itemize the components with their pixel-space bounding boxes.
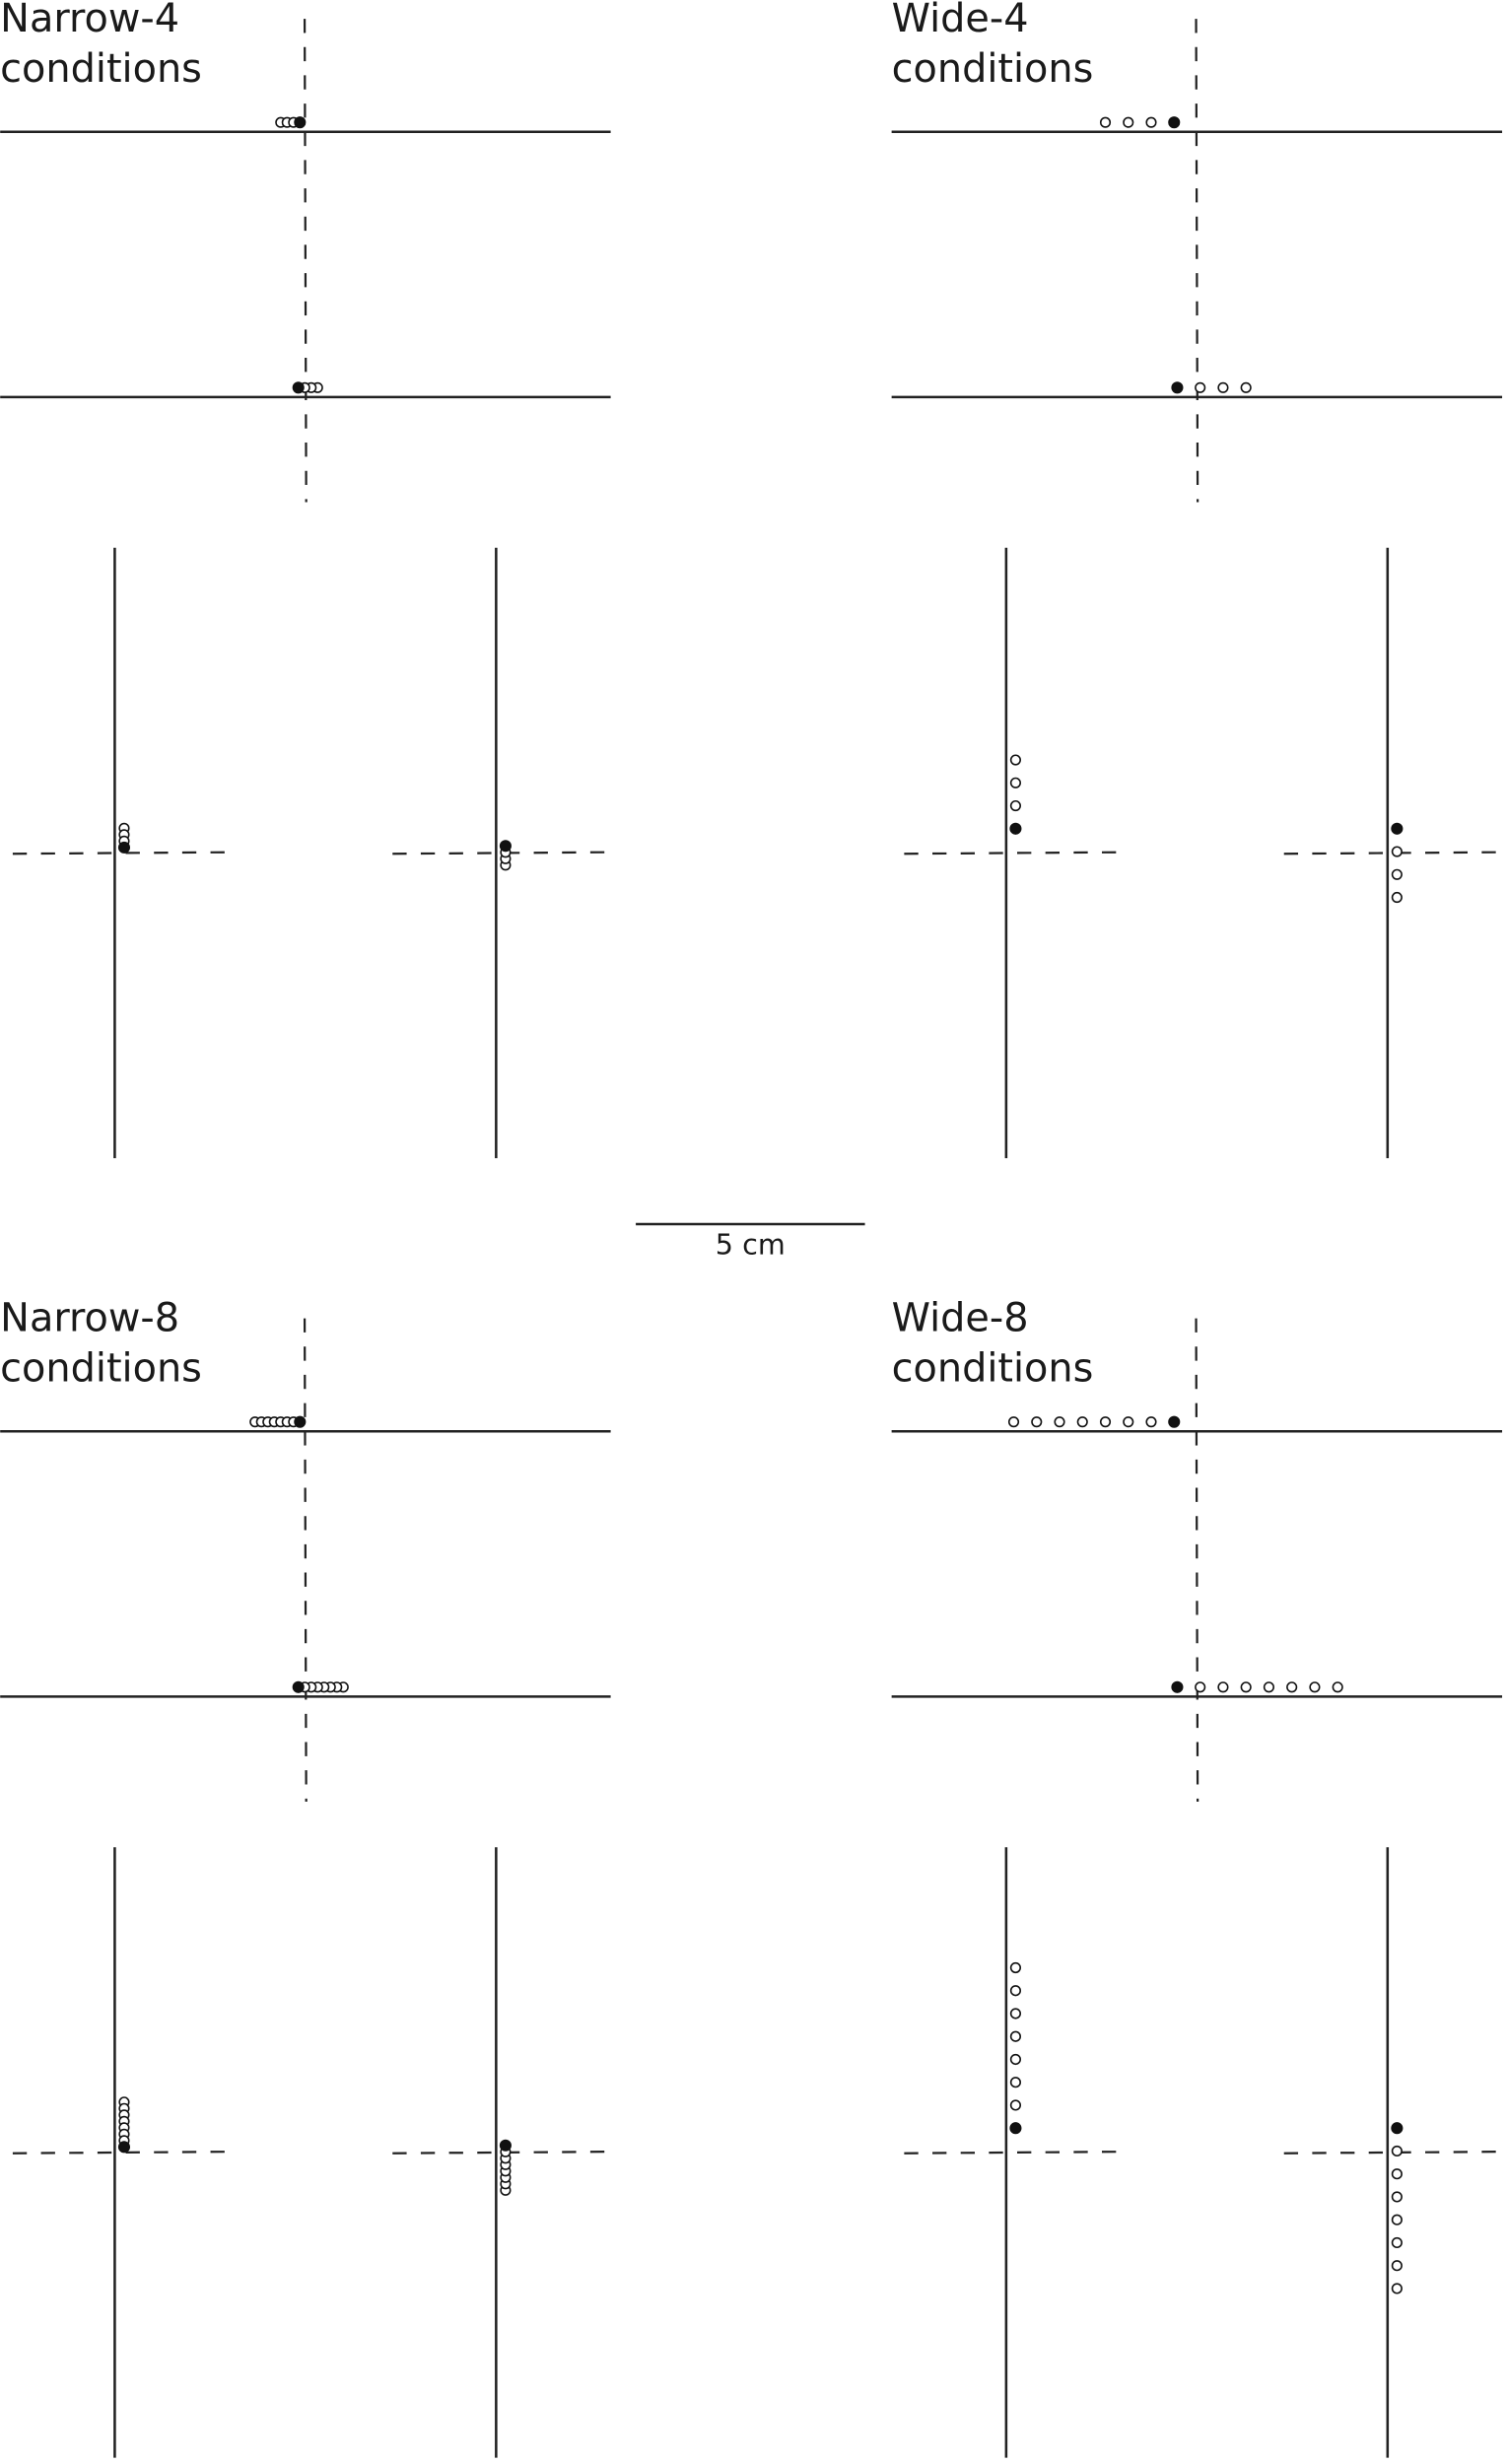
open-dot — [1263, 1681, 1275, 1693]
scale-bar-label: 5 cm — [716, 1227, 786, 1261]
filled-dot — [1391, 822, 1404, 835]
open-dot — [1391, 2191, 1403, 2203]
open-dot — [1391, 2236, 1403, 2249]
open-dot — [1009, 2099, 1021, 2111]
panel-wide-4: Wide-4 conditions — [891, 0, 1503, 1159]
open-dot — [1145, 1416, 1157, 1428]
panel-wide-8: Wide-8 conditions — [891, 1295, 1503, 2458]
filled-dot — [294, 1415, 307, 1428]
panel-title: Narrow-4 — [0, 0, 179, 41]
open-dot — [1391, 2168, 1403, 2180]
open-dot — [1391, 868, 1403, 880]
open-dot — [1240, 1681, 1252, 1693]
open-dot — [1391, 846, 1403, 857]
horizontal-midline-right — [1283, 851, 1503, 856]
open-dot — [1009, 754, 1021, 766]
panel-subtitle: conditions — [892, 46, 1094, 92]
open-dot — [1009, 1985, 1021, 1997]
open-dot — [1076, 1416, 1088, 1428]
open-dot — [1009, 1961, 1021, 1974]
open-dot — [1391, 2260, 1403, 2272]
horizontal-midline-left — [12, 851, 233, 856]
open-dot — [1391, 891, 1403, 904]
filled-dot — [117, 2141, 131, 2154]
horizontal-midline-left — [904, 2151, 1125, 2155]
filled-dot — [1391, 2122, 1404, 2135]
vertical-midline — [1195, 1318, 1199, 1803]
open-dot — [1195, 381, 1206, 393]
filled-dot — [1009, 822, 1022, 835]
filled-dot — [292, 1680, 305, 1693]
panel-title: Narrow-8 — [0, 1295, 179, 1340]
open-dot — [1009, 777, 1021, 788]
filled-dot — [294, 116, 307, 129]
open-dot — [1195, 1681, 1206, 1693]
open-dot — [1009, 2030, 1021, 2042]
filled-dot — [117, 841, 131, 854]
horizontal-midline-left — [904, 851, 1125, 856]
vertical-midline — [303, 1318, 308, 1803]
filled-dot — [1168, 1415, 1181, 1428]
open-dot — [1123, 116, 1134, 128]
open-dot — [1309, 1681, 1321, 1693]
open-dot — [1009, 799, 1021, 812]
horizontal-midline-right — [392, 2151, 611, 2155]
filled-dot — [499, 2139, 512, 2152]
open-dot — [1217, 381, 1229, 393]
horizontal-midline-right — [392, 851, 611, 856]
vertical-midline — [1195, 19, 1199, 503]
open-dot — [1240, 381, 1252, 393]
panel-narrow-8: Narrow-8 conditions — [0, 1295, 611, 2458]
panel-subtitle: conditions — [0, 46, 202, 92]
open-dot — [1009, 2008, 1021, 2019]
panel-subtitle: conditions — [0, 1345, 202, 1391]
open-dot — [1009, 2077, 1021, 2088]
scale-bar: 5 cm — [636, 1222, 865, 1261]
filled-dot — [1168, 116, 1181, 129]
open-dot — [1332, 1681, 1343, 1693]
filled-dot — [1171, 1680, 1184, 1693]
open-dot — [1007, 1416, 1020, 1428]
horizontal-midline-right — [1283, 2151, 1503, 2155]
filled-dot — [1009, 2122, 1022, 2135]
panel-title: Wide-8 — [892, 1295, 1029, 1340]
open-dot — [1099, 116, 1112, 128]
open-dot — [1391, 2214, 1403, 2225]
open-dot — [1145, 116, 1157, 128]
open-dot — [1099, 1416, 1112, 1428]
open-dot — [1054, 1416, 1065, 1428]
panel-title: Wide-4 — [892, 0, 1029, 41]
open-dot — [1031, 1416, 1043, 1428]
open-dot — [1391, 2283, 1403, 2294]
horizontal-midline-left — [12, 2151, 233, 2155]
filled-dot — [1171, 381, 1184, 394]
open-dot — [1009, 2053, 1021, 2066]
panel-narrow-4: Narrow-4 conditions — [0, 0, 611, 1159]
filled-dot — [292, 381, 305, 394]
open-dot — [1217, 1681, 1229, 1693]
open-dot — [1391, 2145, 1403, 2157]
open-dot — [1123, 1416, 1134, 1428]
panel-subtitle: conditions — [892, 1345, 1094, 1391]
vertical-midline — [303, 19, 308, 503]
open-dot — [1286, 1681, 1298, 1693]
filled-dot — [499, 840, 512, 853]
